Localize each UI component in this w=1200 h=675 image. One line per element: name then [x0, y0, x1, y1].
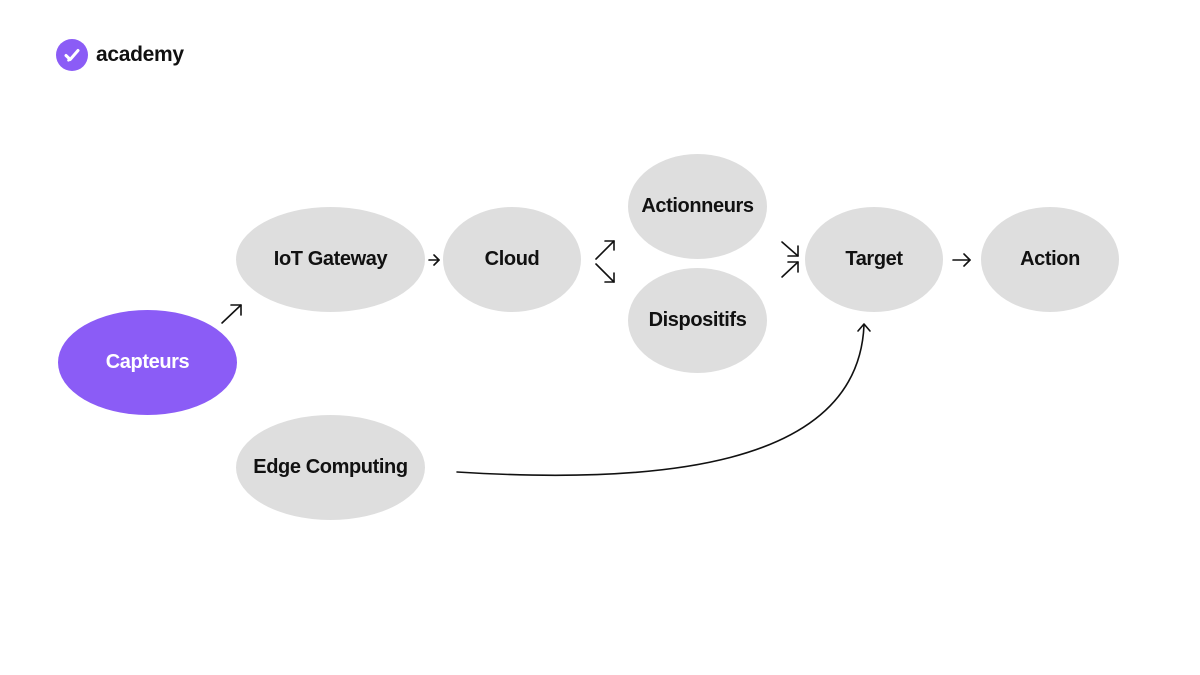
- node-edge-computing-label: Edge Computing: [253, 456, 408, 478]
- node-edge-computing: Edge Computing: [236, 415, 425, 520]
- node-action-label: Action: [1020, 248, 1080, 270]
- node-cloud-label: Cloud: [484, 248, 540, 270]
- edge-dispositifs-to-target: [781, 261, 799, 278]
- check-badge-icon: [56, 39, 88, 71]
- node-iot-gateway-label: IoT Gateway: [273, 248, 388, 270]
- node-dispositifs: Dispositifs: [628, 268, 767, 373]
- node-target: Target: [805, 207, 943, 312]
- node-capteurs: Capteurs: [58, 310, 237, 415]
- edge-cloud-to-dispositifs: [595, 263, 615, 283]
- brand-name: academy: [96, 43, 184, 66]
- node-actionneurs: Actionneurs: [628, 154, 767, 259]
- edge-iot-gateway-to-cloud: [428, 254, 440, 266]
- edge-target-to-action: [952, 253, 971, 267]
- node-actionneurs-label: Actionneurs: [641, 195, 754, 217]
- edge-edge-computing-to-target: [456, 323, 871, 477]
- node-capteurs-label: Capteurs: [105, 351, 190, 373]
- edge-actionneurs-to-target: [781, 241, 799, 257]
- edge-cloud-to-actionneurs: [595, 240, 615, 260]
- edge-capteurs-to-iot-gateway: [221, 304, 242, 324]
- node-action: Action: [981, 207, 1119, 312]
- node-dispositifs-label: Dispositifs: [648, 309, 747, 331]
- node-iot-gateway: IoT Gateway: [236, 207, 425, 312]
- node-cloud: Cloud: [443, 207, 581, 312]
- node-target-label: Target: [845, 248, 903, 270]
- brand-logo: academy: [56, 38, 184, 72]
